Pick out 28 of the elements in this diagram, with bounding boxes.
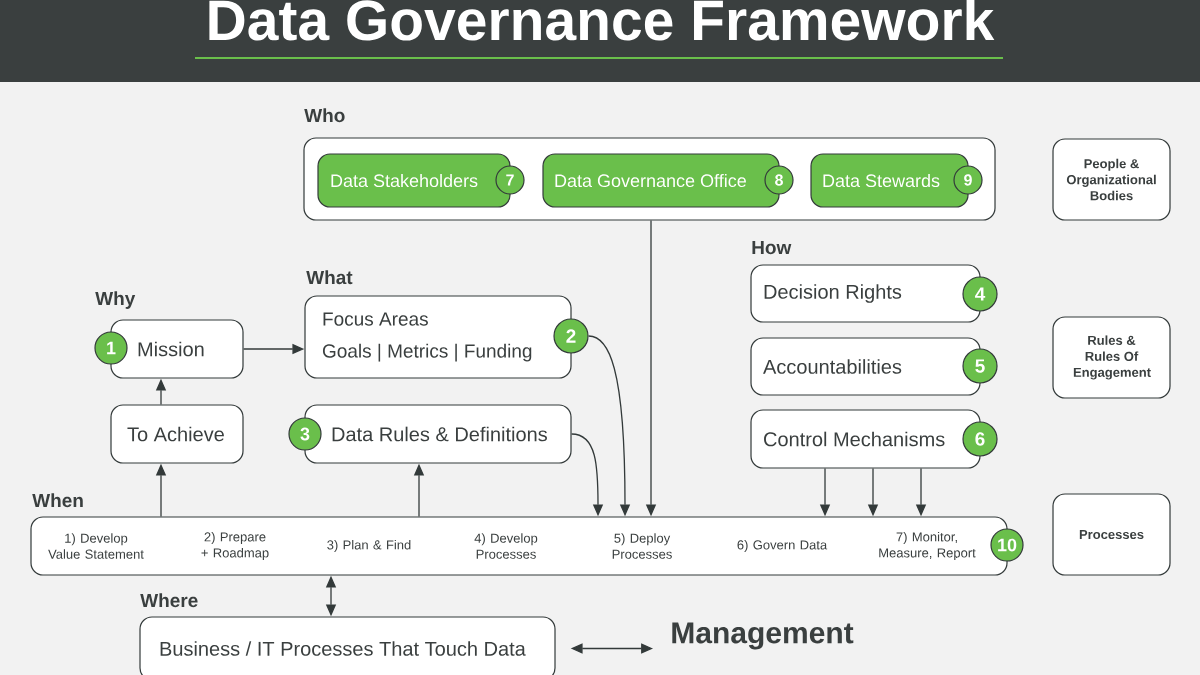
number-badge: 5 bbox=[962, 348, 998, 384]
heading: How bbox=[752, 240, 792, 255]
number-badge: 10 bbox=[990, 528, 1024, 562]
number-badge: 1 bbox=[94, 331, 128, 365]
process-box: To Achieve bbox=[110, 404, 244, 464]
heading: Where bbox=[140, 593, 198, 608]
number-badge: 4 bbox=[962, 276, 998, 312]
step-label: 5) Deploy Processes bbox=[612, 533, 672, 559]
step-label: 6) Govern Data bbox=[737, 539, 828, 553]
step-label: 3) Plan & Find bbox=[327, 539, 411, 553]
number-badge: 2 bbox=[553, 318, 589, 354]
step-label: 7) Monitor, Measure, Report bbox=[879, 531, 976, 561]
management-label: Management bbox=[672, 622, 854, 650]
number-badge: 3 bbox=[288, 417, 322, 451]
step-label: 2) Prepare + Roadmap bbox=[201, 531, 269, 561]
heading: When bbox=[32, 493, 83, 508]
number-badge: 6 bbox=[962, 421, 998, 457]
category-box: Processes bbox=[1052, 493, 1171, 576]
category-box: People & Organizational Bodies bbox=[1052, 138, 1171, 221]
heading: Why bbox=[95, 291, 136, 309]
number-badge: 8 bbox=[764, 165, 794, 195]
number-badge: 9 bbox=[953, 165, 983, 195]
step-label: 1) Develop Value Statement bbox=[48, 533, 144, 559]
number-badge: 7 bbox=[495, 165, 525, 195]
category-box: Rules & Rules Of Engagement bbox=[1052, 316, 1171, 399]
heading: Who bbox=[304, 108, 345, 123]
step-label: 4) Develop Processes bbox=[474, 533, 538, 559]
process-box: Business / IT Processes That Touch Data bbox=[139, 616, 556, 675]
